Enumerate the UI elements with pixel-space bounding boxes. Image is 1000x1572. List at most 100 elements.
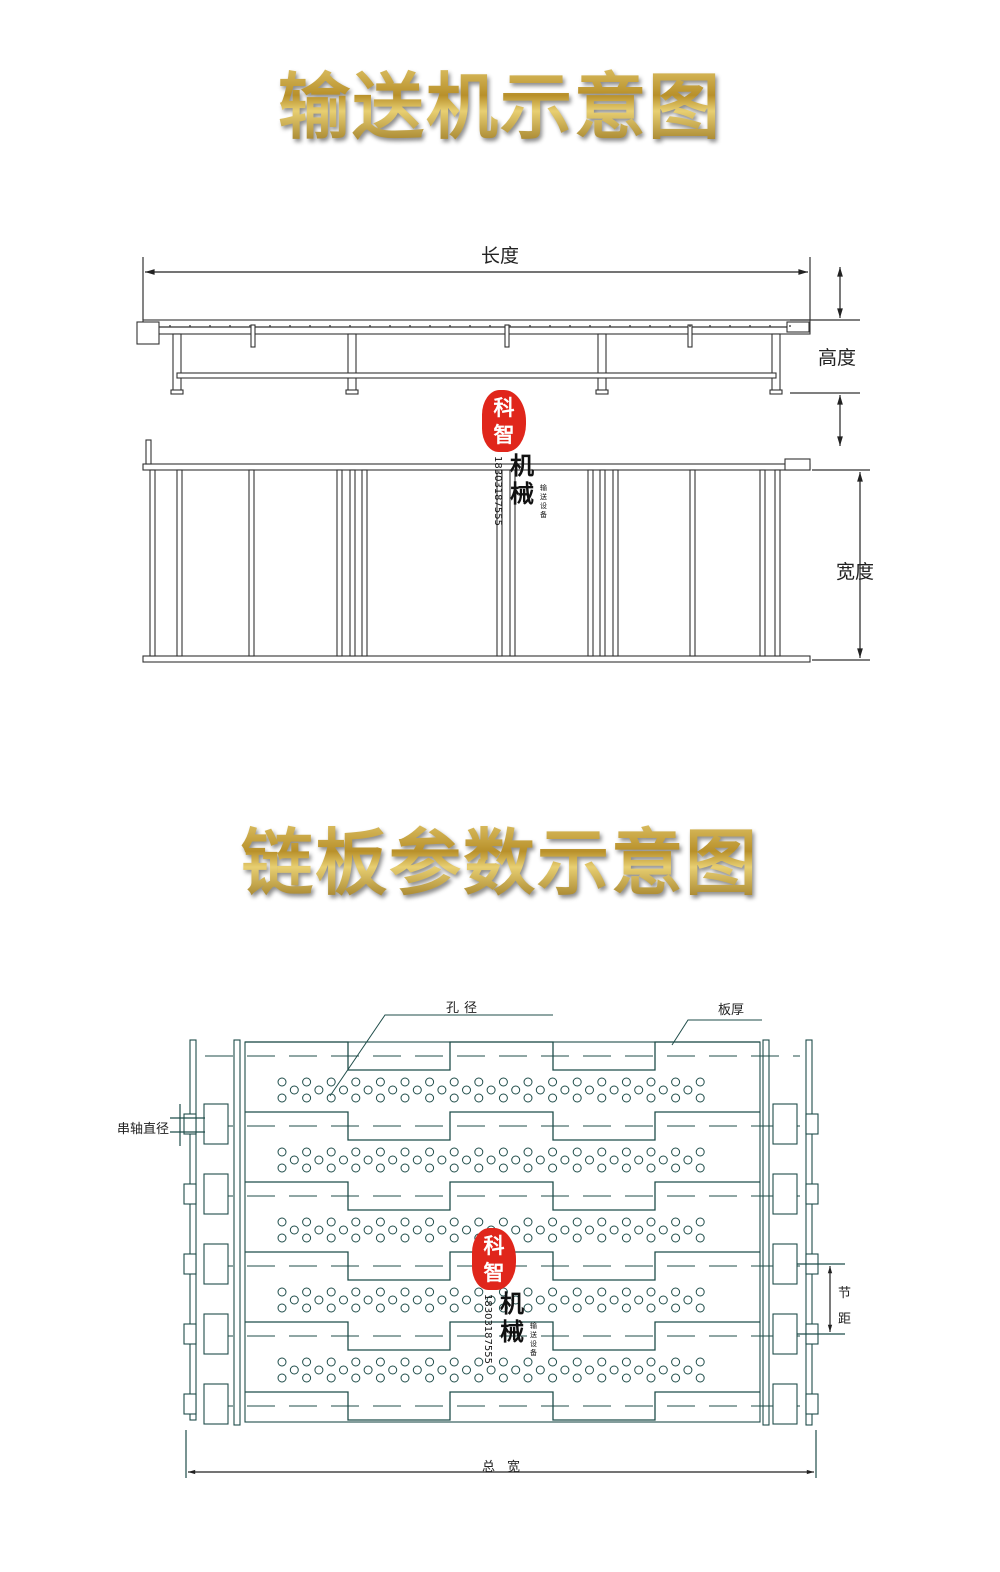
hole — [609, 1155, 619, 1165]
hole — [511, 1365, 521, 1375]
hole — [449, 1303, 459, 1313]
hole — [326, 1217, 336, 1227]
bolt-hole — [609, 325, 611, 327]
hole — [695, 1163, 705, 1173]
hole — [535, 1155, 545, 1165]
hole — [646, 1303, 656, 1313]
hole — [621, 1093, 631, 1103]
hole — [474, 1287, 484, 1297]
hole — [646, 1287, 656, 1297]
hole — [671, 1147, 681, 1157]
hole — [486, 1155, 496, 1165]
bolt-hole — [329, 325, 331, 327]
hole — [375, 1217, 385, 1227]
bolt-hole — [409, 325, 411, 327]
hole — [695, 1093, 705, 1103]
length-label: 长度 — [481, 245, 520, 267]
hole — [658, 1155, 668, 1165]
hole — [474, 1303, 484, 1313]
hole — [609, 1085, 619, 1095]
hole — [326, 1287, 336, 1297]
hole — [351, 1093, 361, 1103]
hole — [585, 1365, 594, 1375]
hole — [498, 1373, 508, 1383]
hole — [289, 1295, 299, 1305]
logo-seal: 科智 — [482, 390, 526, 452]
hole — [277, 1077, 287, 1087]
hole — [548, 1357, 558, 1367]
hole — [326, 1163, 336, 1173]
hole — [326, 1373, 336, 1383]
hole — [535, 1365, 545, 1375]
foot — [345, 389, 359, 395]
logo-phone: 18303187555 — [492, 456, 503, 526]
hole — [560, 1295, 570, 1305]
hole — [400, 1303, 410, 1313]
logo-name: 机械 — [500, 1289, 524, 1346]
hole — [339, 1365, 348, 1375]
hole — [671, 1287, 681, 1297]
hole — [375, 1357, 385, 1367]
right-roller — [772, 1383, 798, 1425]
cross-member — [689, 469, 696, 657]
hole — [597, 1287, 607, 1297]
bolt-hole — [769, 325, 771, 327]
bolt-hole — [389, 325, 391, 327]
hole — [351, 1163, 361, 1173]
hole — [572, 1077, 582, 1087]
hole — [339, 1155, 348, 1165]
shaft-diameter-label: 串轴直径 — [117, 1122, 170, 1137]
cross-member — [361, 469, 368, 657]
hole — [523, 1303, 533, 1313]
hole — [683, 1155, 693, 1165]
cross-member — [509, 469, 516, 657]
hole — [302, 1287, 312, 1297]
hole — [671, 1217, 681, 1227]
hole — [400, 1233, 410, 1243]
hole — [658, 1085, 668, 1095]
left-roller — [203, 1243, 229, 1285]
hole — [375, 1163, 385, 1173]
hole — [277, 1093, 287, 1103]
hole — [609, 1365, 619, 1375]
hole — [400, 1147, 410, 1157]
hole — [462, 1295, 471, 1305]
hole — [302, 1303, 312, 1313]
hole — [523, 1163, 533, 1173]
hole — [695, 1217, 705, 1227]
hole — [498, 1093, 508, 1103]
tail-bracket — [784, 458, 811, 471]
hole — [683, 1085, 693, 1095]
cross-member — [774, 469, 781, 657]
hole — [695, 1147, 705, 1157]
hole — [560, 1365, 570, 1375]
hole — [400, 1373, 410, 1383]
side-link-plate — [233, 1039, 241, 1426]
hole — [314, 1295, 324, 1305]
bolt-hole — [709, 325, 711, 327]
cross-member — [349, 469, 356, 657]
thickness-leader-line — [671, 1019, 762, 1046]
hole — [597, 1303, 607, 1313]
bottom-side-rail — [142, 655, 811, 663]
foot — [769, 389, 783, 395]
hole — [412, 1295, 422, 1305]
head-end — [136, 321, 160, 345]
hole — [621, 1357, 631, 1367]
hole — [425, 1287, 435, 1297]
right-roller — [772, 1313, 798, 1355]
hole — [646, 1147, 656, 1157]
hole — [658, 1225, 668, 1235]
bolt-hole — [789, 325, 791, 327]
hole — [523, 1287, 533, 1297]
hole — [400, 1357, 410, 1367]
hole — [597, 1357, 607, 1367]
hole — [326, 1303, 336, 1313]
hole — [523, 1077, 533, 1087]
right-pin — [805, 1183, 819, 1205]
hole — [585, 1295, 594, 1305]
hole — [523, 1147, 533, 1157]
hole — [375, 1233, 385, 1243]
hole — [523, 1233, 533, 1243]
